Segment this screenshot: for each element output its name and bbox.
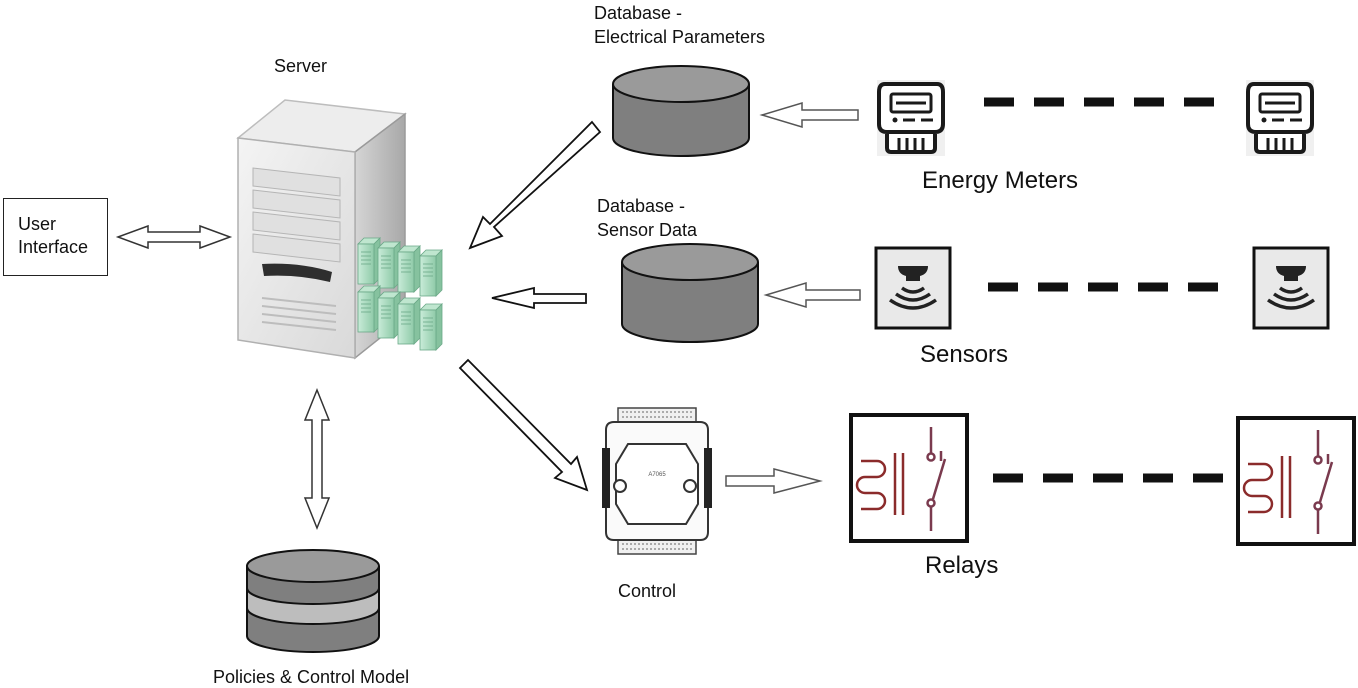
user-interface-line2: Interface [18,237,89,258]
server-policies-double-arrow [303,387,331,531]
control-module-model-text: A7065 [648,472,666,478]
sensor-icon [874,246,952,330]
user-interface-line1: User [18,214,57,234]
database-electrical-icon [612,65,750,157]
energy-meter-icon [1244,78,1316,158]
database-sensor-icon [621,243,759,343]
server-to-control-arrow [458,358,589,492]
energy-meters-label: Energy Meters [922,167,1079,194]
meters-to-db-arrow [759,101,859,129]
energy-meter-icon [875,78,947,158]
sensors-label: Sensors [920,341,1009,368]
relays-label: Relays [925,552,999,579]
server-label: Server [274,56,328,76]
db-sensor-to-server-arrow [491,286,587,310]
db-electrical-label-line2: Electrical Parameters [594,27,766,47]
relay-icon [849,413,969,543]
db-electrical-label-line1: Database - [594,3,683,23]
control-module-icon: A7065 [602,407,712,555]
sensor-icon [1252,246,1330,330]
policies-database-icon [246,549,380,653]
sensors-to-db-arrow [763,281,861,309]
relay-icon [1236,416,1356,546]
policies-label: Policies & Control Model [213,667,410,687]
control-to-relays-arrow [725,468,823,494]
db-sensor-label-line2: Sensor Data [597,220,698,240]
db-electrical-to-server-arrow [468,120,602,250]
db-sensor-label-line1: Database - [597,196,686,216]
ui-server-double-arrow [115,224,233,250]
control-label: Control [618,581,677,601]
